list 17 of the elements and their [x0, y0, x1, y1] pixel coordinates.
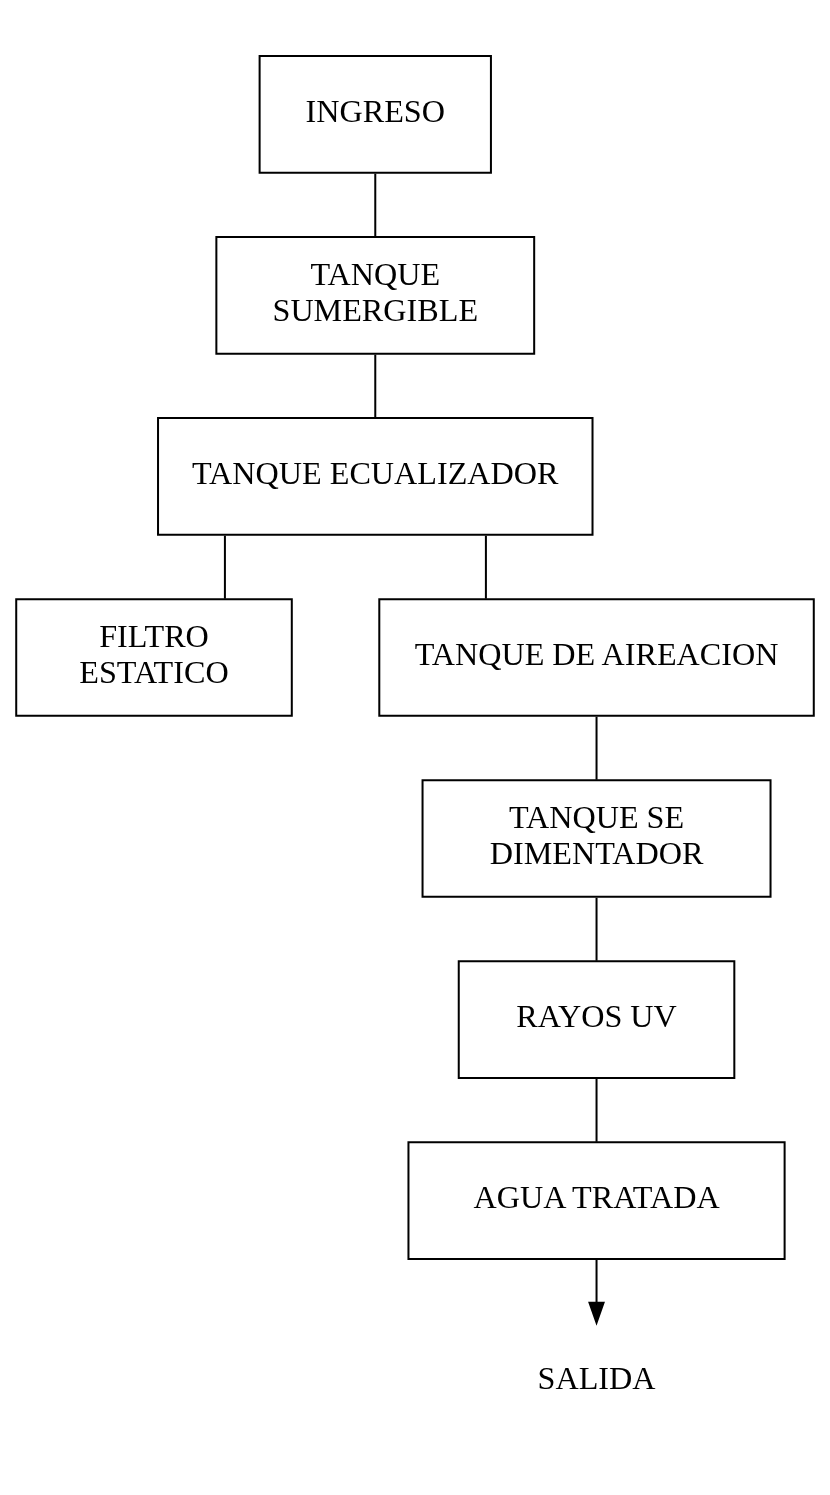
connector: [595, 716, 598, 780]
node-box: RAYOS UV: [457, 959, 736, 1079]
node-box: INGRESO: [258, 54, 492, 174]
node-box: TANQUE SE DIMENTADOR: [421, 778, 772, 898]
node-box: AGUA TRATADA: [407, 1140, 786, 1260]
node-box: FILTRO ESTATICO: [15, 597, 293, 717]
node-box: TANQUE ECUALIZADOR: [157, 416, 594, 536]
connector: [374, 354, 377, 418]
node-box: TANQUE DE AIREACION: [378, 597, 815, 717]
connector: [595, 897, 598, 961]
connector: [484, 535, 487, 599]
connector: [595, 1078, 598, 1142]
arrow: [588, 1259, 605, 1326]
node-box: TANQUE SUMERGIBLE: [215, 235, 536, 355]
node-text: SALIDA: [537, 1359, 656, 1396]
connector: [223, 535, 226, 599]
connector: [374, 173, 377, 237]
